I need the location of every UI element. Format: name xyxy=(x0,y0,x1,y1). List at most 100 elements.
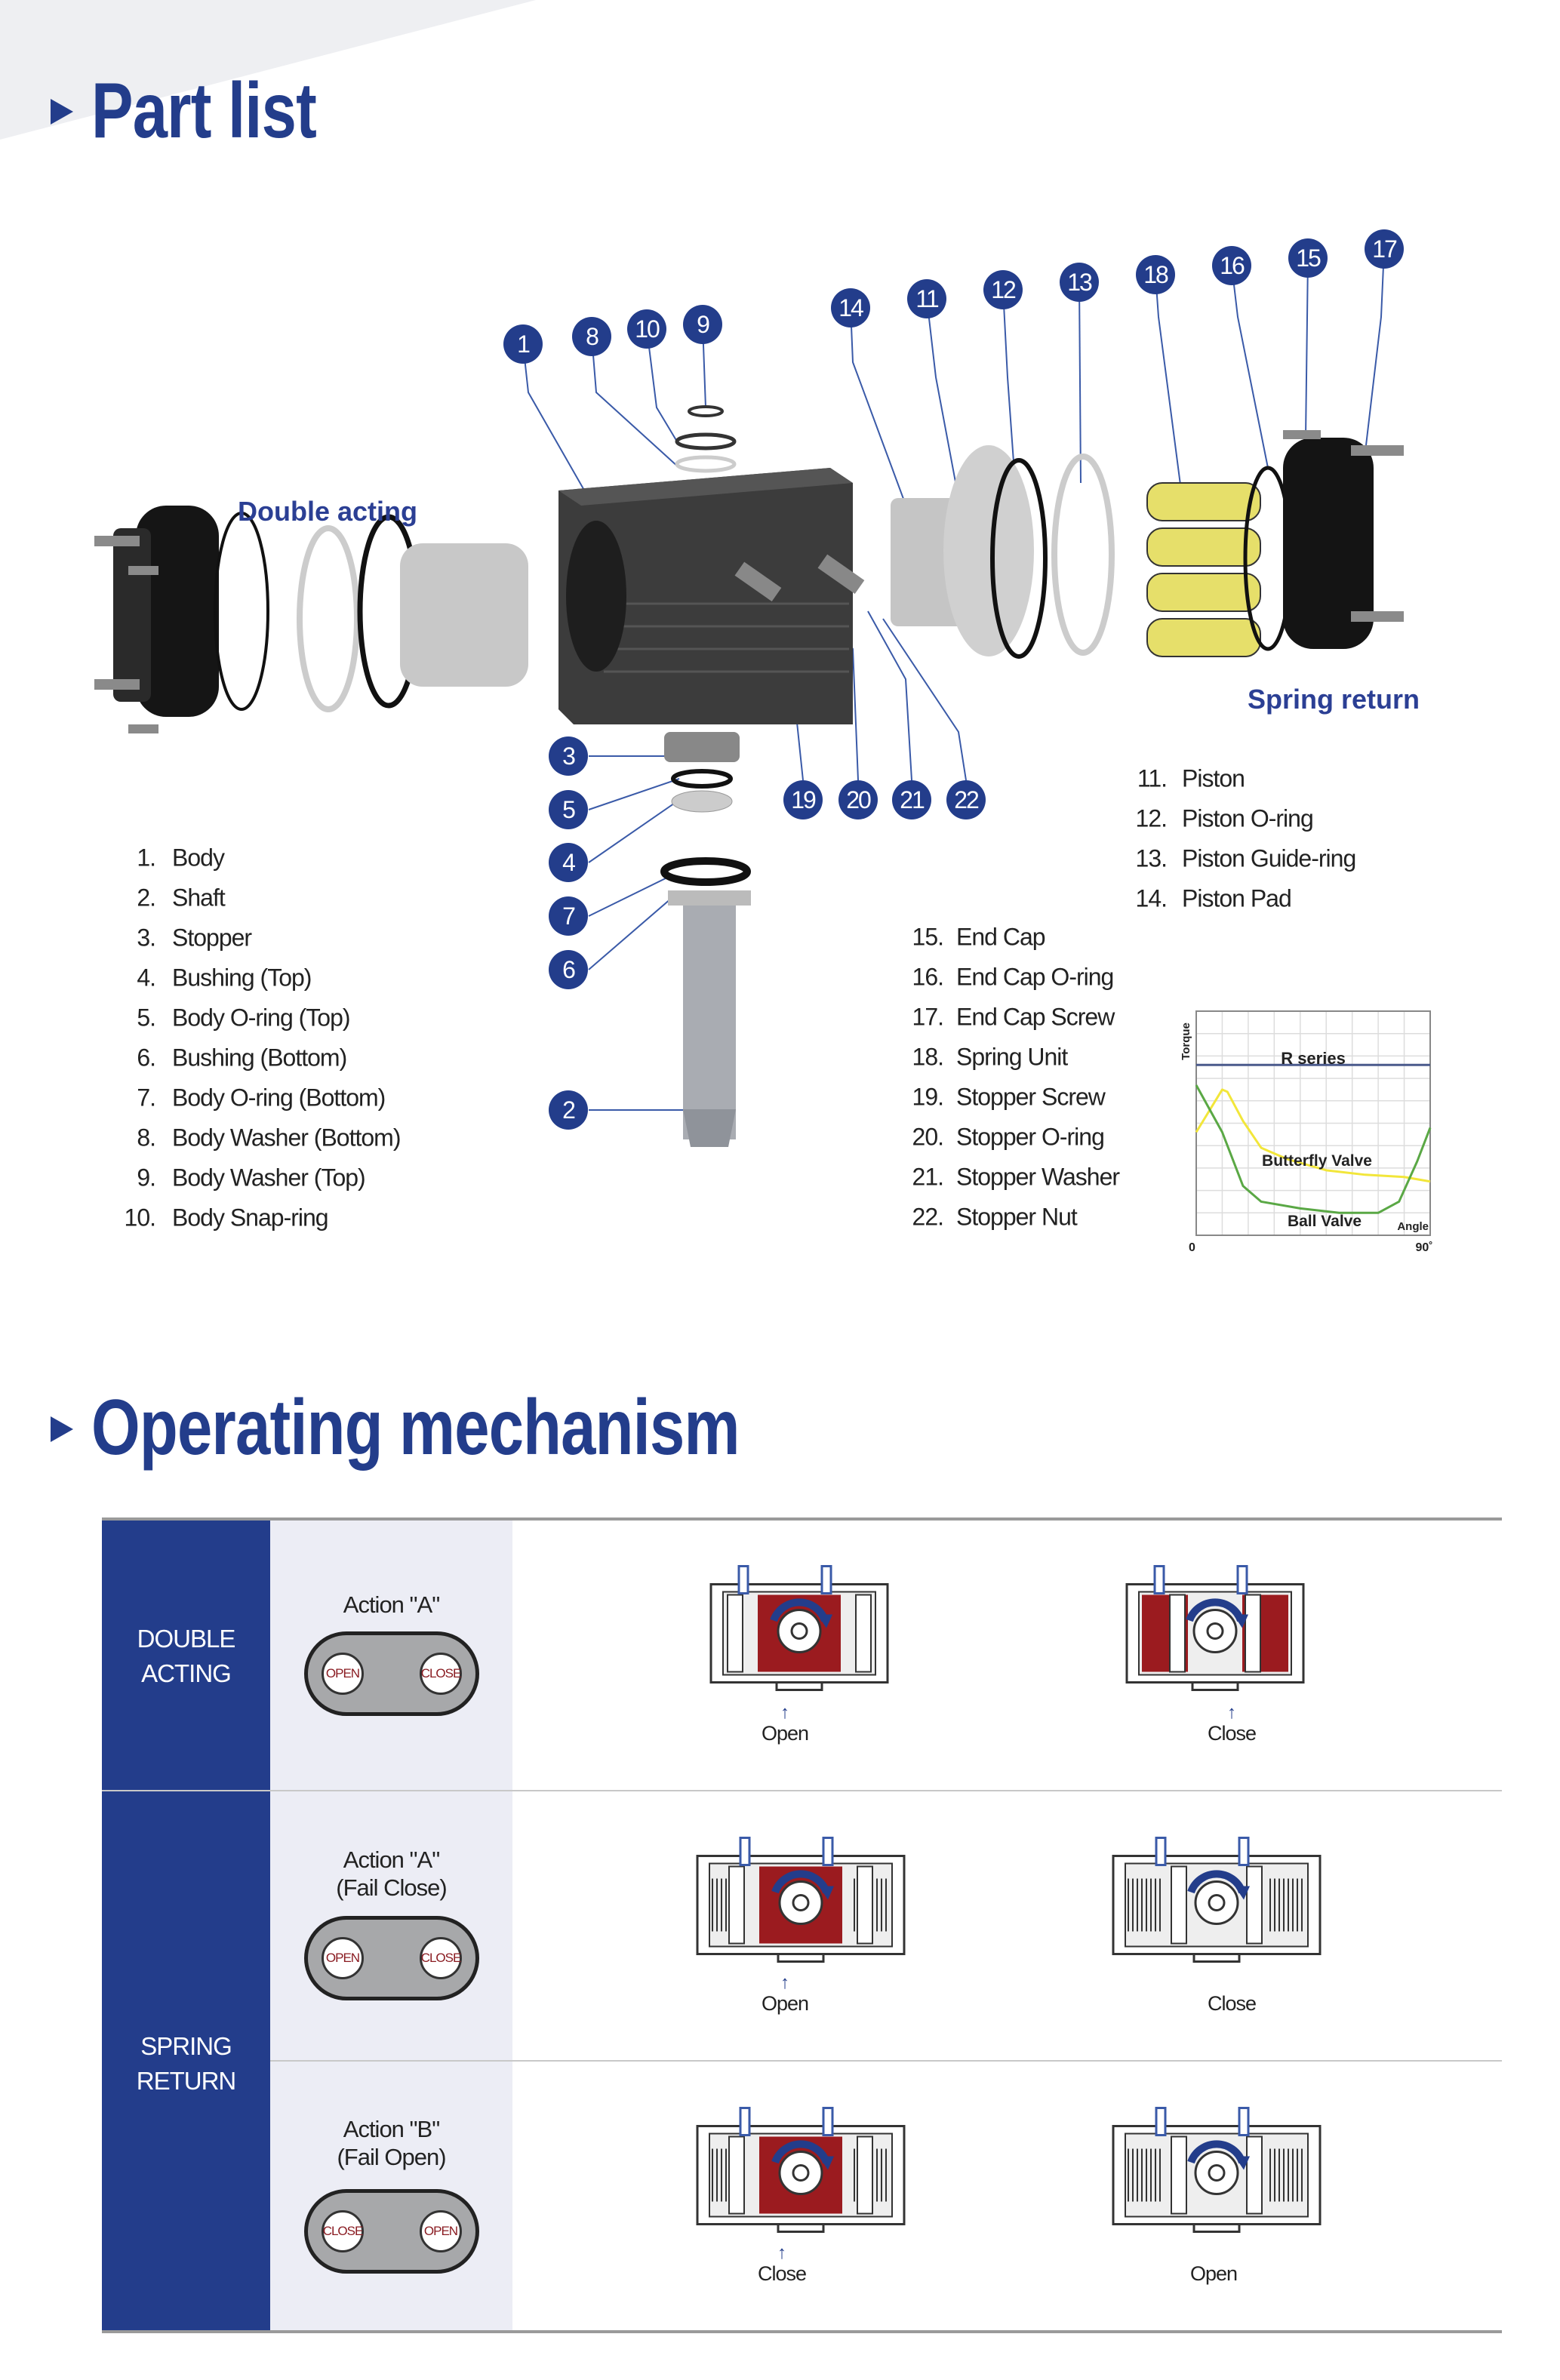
actuator-part xyxy=(739,2107,751,2136)
action-open-button[interactable]: OPEN xyxy=(322,1653,364,1695)
action-label-line: Action "B" xyxy=(343,2116,440,2142)
actuator-part xyxy=(771,1870,830,1894)
part-number-badge: 9 xyxy=(683,305,722,344)
actuator-part xyxy=(770,1598,829,1622)
part-item-name: Body Washer (Top) xyxy=(172,1164,366,1192)
action-close-button[interactable]: CLOSE xyxy=(322,2210,364,2252)
part-item-number: 9. xyxy=(137,1164,156,1192)
diagram-label: Open xyxy=(1189,2262,1238,2285)
action-switch[interactable]: OPEN CLOSE xyxy=(304,1916,479,2000)
action-label-line: Action "A" xyxy=(343,1846,440,1873)
actuator-part xyxy=(777,2223,825,2233)
action-close-button[interactable]: CLOSE xyxy=(420,1937,462,1979)
part-number-badge: 13 xyxy=(1060,263,1099,302)
part-number-badge: 17 xyxy=(1365,229,1404,269)
action-close-button[interactable]: CLOSE xyxy=(420,1653,462,1695)
part-item-number: 3. xyxy=(137,924,156,952)
actuator-diagram xyxy=(694,1834,907,1970)
part-item-name: Stopper Washer xyxy=(956,1163,1120,1191)
part-number-badge: 2 xyxy=(549,1090,588,1130)
actuator-part xyxy=(1153,1565,1165,1594)
part-item-name: Bushing (Top) xyxy=(172,964,312,992)
part-number-badge: 18 xyxy=(1136,255,1175,294)
actuator-part xyxy=(777,1953,825,1963)
action-switch[interactable]: OPEN CLOSE xyxy=(304,1631,479,1716)
action-label: Action "A" xyxy=(270,1591,512,1619)
part-item-number: 12. xyxy=(1135,804,1168,832)
actuator-part xyxy=(1246,1865,1263,1945)
part-item-name: Stopper Screw xyxy=(956,1083,1106,1111)
part-item-number: 18. xyxy=(912,1043,944,1071)
series-line-ball-valve xyxy=(1195,1084,1432,1214)
group-label-line: DOUBLE xyxy=(137,1625,236,1653)
part-item-number: 13. xyxy=(1135,844,1168,872)
actuator-diagram xyxy=(708,1562,891,1699)
group-column xyxy=(102,1521,270,2332)
actuator-part xyxy=(1155,1837,1167,1866)
diagram-label: Open xyxy=(761,1992,809,2015)
part-number-badge: 16 xyxy=(1212,246,1251,285)
part-item-name: Body O-ring (Top) xyxy=(172,1004,351,1032)
section-marker-icon xyxy=(51,1416,73,1442)
actuator-part xyxy=(1187,1870,1246,1894)
row-divider xyxy=(102,1790,1502,1791)
action-switch[interactable]: CLOSE OPEN xyxy=(304,2189,479,2274)
actuator-diagram xyxy=(1110,1834,1323,1970)
part-item-name: Body Washer (Bottom) xyxy=(172,1124,401,1152)
actuator-part xyxy=(855,1594,872,1673)
part-item-number: 10. xyxy=(124,1204,156,1232)
actuator-diagram xyxy=(694,2104,907,2240)
actuator-part xyxy=(1192,1953,1241,1963)
action-open-button[interactable]: OPEN xyxy=(420,2210,462,2252)
part-item-number: 2. xyxy=(137,884,156,912)
actuator-part xyxy=(1192,2223,1241,2233)
actuator-part xyxy=(857,2136,873,2215)
diagram-label: Close xyxy=(1207,1722,1257,1745)
part-number-badge: 3 xyxy=(549,736,588,776)
part-number-badge: 5 xyxy=(549,790,588,829)
actuator-part xyxy=(1171,1865,1187,1945)
part-number-badge: 22 xyxy=(946,780,986,819)
actuator-part xyxy=(817,1614,832,1628)
part-item-number: 6. xyxy=(137,1044,156,1072)
action-label: Action "A"(Fail Close) xyxy=(270,1846,512,1902)
actuator-part xyxy=(1238,1837,1250,1866)
part-item-number: 4. xyxy=(137,964,156,992)
part-item-name: End Cap xyxy=(956,923,1046,951)
actuator-part xyxy=(1238,2107,1250,2136)
part-item-name: Piston O-ring xyxy=(1182,804,1314,832)
action-open-button[interactable]: OPEN xyxy=(322,1937,364,1979)
y-axis-label: Torque xyxy=(1180,1022,1192,1060)
part-item-number: 21. xyxy=(912,1163,944,1191)
x-tick-label: 90˚ xyxy=(1415,1241,1432,1254)
actuator-part xyxy=(771,2140,830,2164)
part-item-name: Piston xyxy=(1182,764,1245,792)
part-number-badge: 11 xyxy=(907,279,946,318)
actuator-diagram xyxy=(1110,2104,1323,2240)
actuator-part xyxy=(1208,2164,1226,2182)
series-label-ball: Ball Valve xyxy=(1288,1213,1362,1230)
part-item-number: 7. xyxy=(137,1084,156,1112)
part-item-name: Body Snap-ring xyxy=(172,1204,329,1232)
arrow-up-icon: ↑ xyxy=(1227,1702,1236,1723)
table-top-border xyxy=(102,1517,1502,1521)
actuator-part xyxy=(1246,2136,1263,2215)
part-item-number: 15. xyxy=(912,923,944,951)
x-axis-label: Angle xyxy=(1397,1220,1429,1233)
actuator-part xyxy=(737,1565,749,1594)
actuator-diagram xyxy=(1124,1562,1306,1699)
actuator-part xyxy=(1155,2107,1167,2136)
actuator-part xyxy=(1171,2136,1187,2215)
actuator-part xyxy=(1245,1594,1261,1673)
diagram-label: Open xyxy=(761,1722,809,1745)
actuator-part xyxy=(792,1894,810,1911)
part-item-name: End Cap O-ring xyxy=(956,963,1114,991)
actuator-part xyxy=(1236,1565,1248,1594)
part-item-name: Stopper xyxy=(172,924,252,952)
corner-decoration xyxy=(0,0,536,140)
part-list-title: Part list xyxy=(91,67,317,155)
actuator-part xyxy=(1191,1681,1239,1691)
actuator-part xyxy=(820,1565,832,1594)
action-label: Action "B"(Fail Open) xyxy=(270,2115,512,2171)
